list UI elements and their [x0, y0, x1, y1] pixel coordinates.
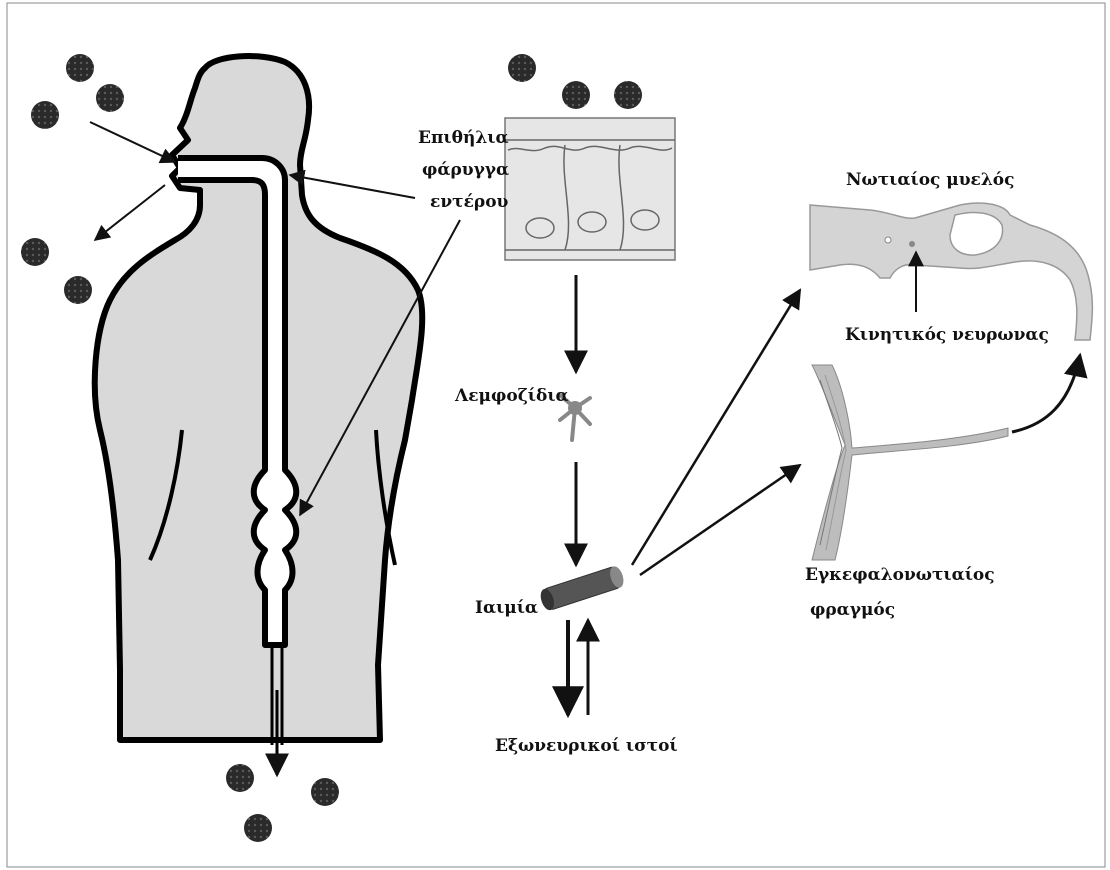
nerve-to-cord-arrow: [1012, 355, 1080, 432]
epithelium-label-line2: φάρυγγα: [422, 160, 509, 180]
epithelium-tissue: [505, 118, 675, 260]
expulsion-arrow: [95, 185, 165, 240]
virus-particle: [21, 238, 49, 266]
epithelium-label-line3: εντέρου: [430, 192, 508, 212]
blood-vessel: [538, 565, 626, 612]
virus-particle: [96, 84, 124, 112]
epithelium-pointer-arrow: [290, 175, 415, 198]
virus-particle: [562, 81, 590, 109]
nerve-barrier-section: [812, 365, 1008, 560]
spinal-cord-label: Νωτιαίος μυελός: [846, 170, 1015, 190]
bbb-label-line1: Εγκεφαλονωτιαίος: [805, 565, 995, 585]
ingestion-arrow: [90, 122, 175, 162]
virus-particle: [311, 778, 339, 806]
virus-particle: [226, 764, 254, 792]
virus-particle: [244, 814, 272, 842]
virus-particle: [31, 101, 59, 129]
virus-particle: [614, 81, 642, 109]
virus-particle: [508, 54, 536, 82]
spinal-cord-section: [810, 203, 1092, 340]
bbb-label-line2: φραγμός: [810, 600, 895, 620]
lymphocytes-label: Λεμφοζίδια: [455, 386, 569, 406]
blood-to-bbb-arrow: [640, 465, 800, 575]
virus-particle: [64, 276, 92, 304]
extraneural-tissues-label: Εξωνευρικοί ιστοί: [495, 736, 678, 756]
motor-neuron-label: Κινητικός νευρωνας: [845, 325, 1049, 345]
virus-particle: [66, 54, 94, 82]
epithelium-label-line1: Επιθήλια: [418, 128, 509, 148]
viremia-label: Ιαιμία: [475, 598, 538, 618]
